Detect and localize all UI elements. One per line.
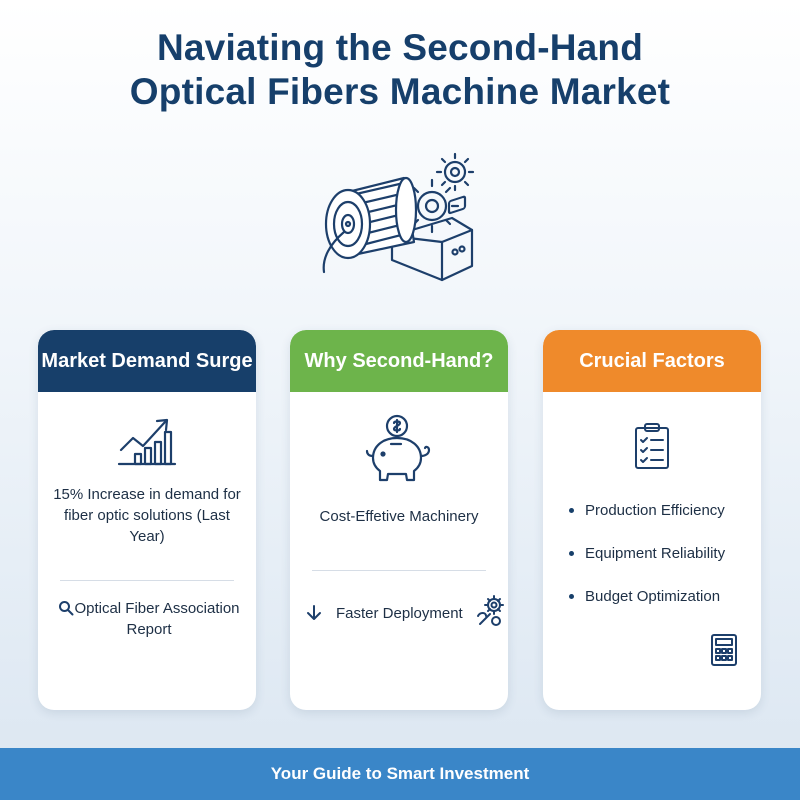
piggy-bank-icon — [365, 414, 431, 482]
title-line-2: Optical Fibers Machine Market — [129, 71, 671, 112]
footer-text: Your Guide to Smart Investment — [270, 764, 530, 783]
footer-banner: Your Guide to Smart Investment — [0, 748, 800, 800]
benefit-text: Cost-Effetive Machinery — [319, 508, 479, 525]
list-item: Production Efficiency — [565, 500, 725, 521]
fiber-spool-machine-icon — [322, 152, 475, 282]
demand-stat: 15% Increase in demand for fiber optic s… — [53, 486, 241, 545]
rising-chart-icon — [117, 418, 177, 466]
card-heading: Crucial Factors — [543, 330, 761, 392]
down-arrow-icon — [307, 605, 321, 620]
card-heading: Why Second-Hand? — [290, 330, 508, 392]
list-item: Budget Optimization — [565, 586, 725, 607]
factor-list: Production Efficiency Equipment Reliabil… — [565, 500, 725, 629]
card-market-demand: Market Demand Surge 15% Increase in dema… — [38, 330, 256, 710]
card-why-second-hand: Why Second-Hand? Cost-Effetive Machinery… — [290, 330, 508, 710]
magnifier-icon — [59, 601, 74, 616]
gear-small-icon — [435, 152, 475, 192]
title-line-1: Naviating the Second-Hand — [156, 27, 644, 68]
page-title: Naviating the Second-Hand Optical Fibers… — [0, 26, 800, 114]
divider — [312, 570, 486, 571]
list-item: Equipment Reliability — [565, 543, 725, 564]
checklist-icon — [635, 423, 669, 469]
source-text: Optical Fiber Association Report — [74, 600, 240, 638]
deploy-text: Faster Deployment — [336, 604, 463, 622]
source-line: Optical Fiber Association Report — [44, 598, 254, 640]
calculator-icon — [711, 634, 737, 666]
gear-wrench-icon — [477, 595, 504, 626]
card-crucial-factors: Crucial Factors Production Efficiency Eq… — [543, 330, 761, 710]
divider — [60, 580, 234, 581]
card-heading: Market Demand Surge — [38, 330, 256, 392]
deploy-line: Faster Deployment — [304, 598, 504, 628]
